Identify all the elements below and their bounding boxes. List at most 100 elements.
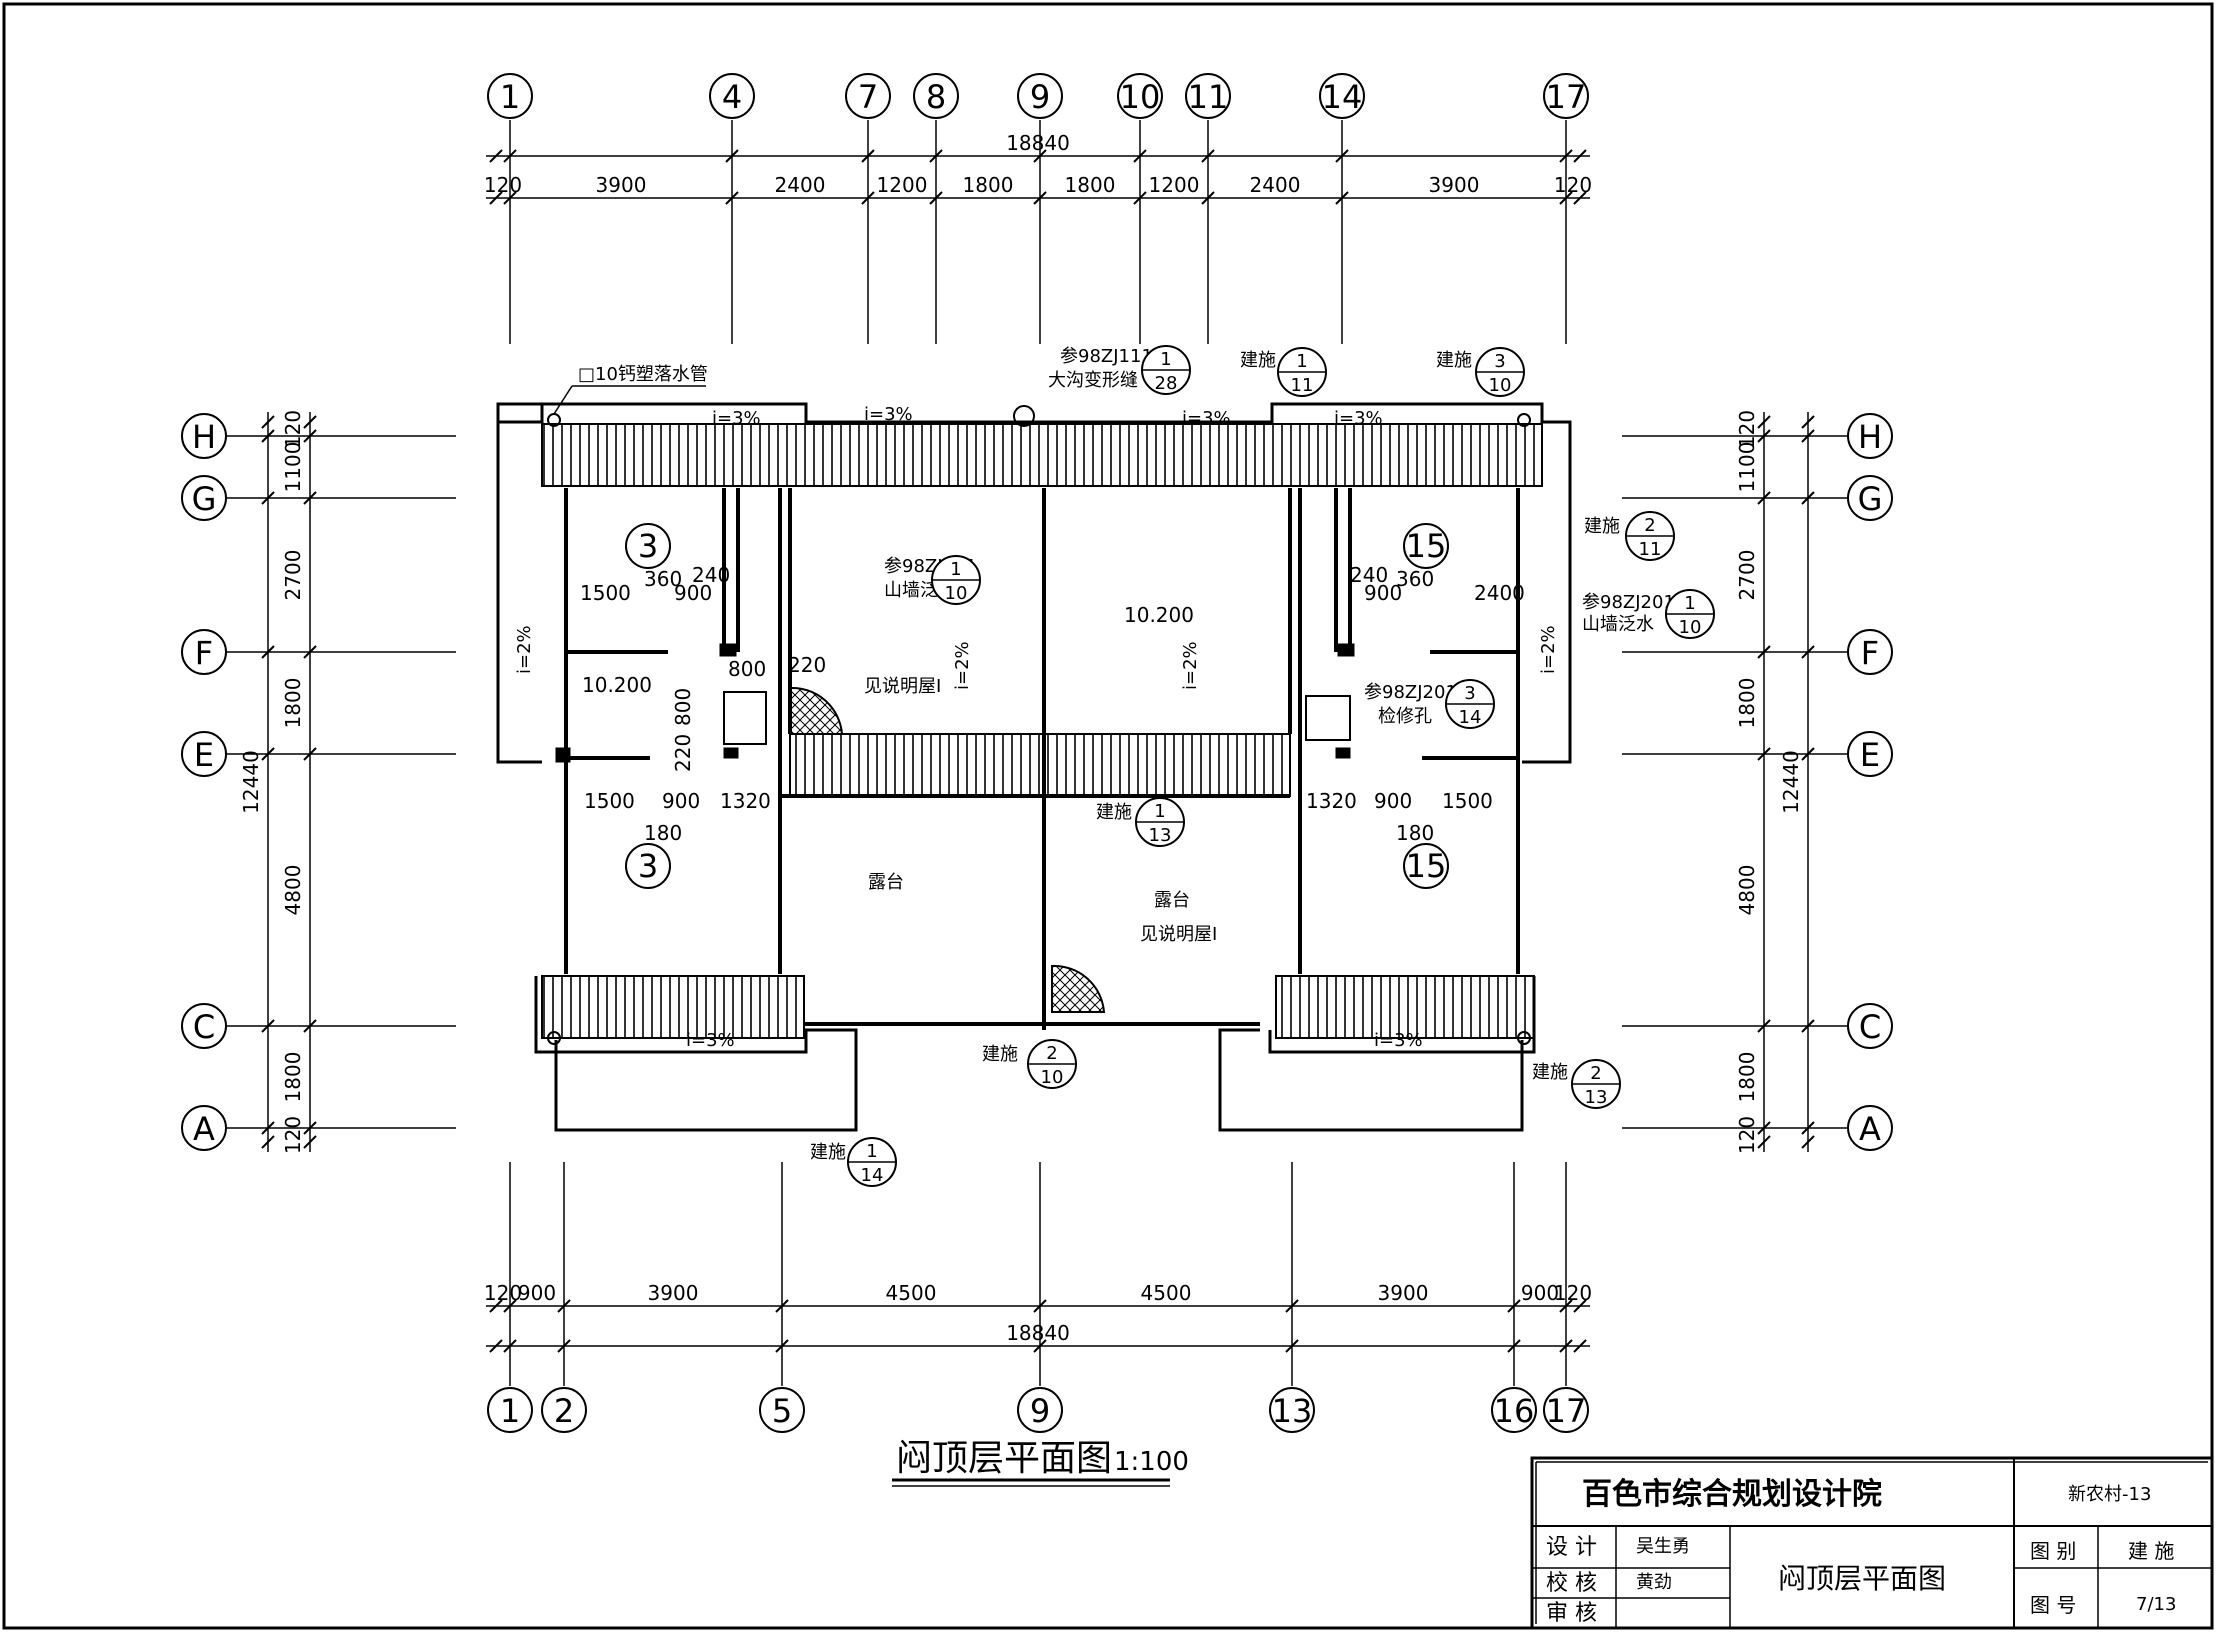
- svg-text:见说明屋Ⅰ: 见说明屋Ⅰ: [1140, 924, 1217, 945]
- axis-top-9-circle: [1017, 73, 1063, 119]
- dim-bottom-seg: 3900: [648, 1281, 699, 1305]
- dim-tick: [1757, 415, 1771, 429]
- dim-top-seg: 1200: [1149, 173, 1200, 197]
- svg-text:i=2%: i=2%: [514, 625, 535, 674]
- dim-tick: [1033, 191, 1047, 205]
- dim-bottom-seg: 3900: [1378, 1281, 1429, 1305]
- axis-bottom-1-circle: [487, 1387, 533, 1433]
- svg-text:i=3%: i=3%: [1334, 408, 1383, 429]
- axis-right-A-circle: [1847, 1105, 1893, 1151]
- dim-tick: [503, 1339, 517, 1353]
- dim-tick: [303, 415, 317, 429]
- dim-tick: [1559, 149, 1573, 163]
- dim-right-seg: 2700: [1735, 550, 1759, 601]
- axis-right-C-label: C: [1859, 1008, 1881, 1046]
- dim-tick: [1757, 1019, 1771, 1033]
- dim-tick: [557, 1299, 571, 1313]
- svg-text:240: 240: [692, 563, 730, 587]
- dim-tick: [1335, 191, 1349, 205]
- dim-right-seg: 4800: [1735, 865, 1759, 916]
- dim-tick: [1201, 191, 1215, 205]
- dim-tick: [1801, 645, 1815, 659]
- axis-bottom-17-circle: [1543, 1387, 1589, 1433]
- terrace-right: [1218, 1028, 1524, 1132]
- axis-right-G-label: G: [1858, 480, 1883, 518]
- svg-text:1500: 1500: [584, 789, 635, 813]
- opening-left: [723, 691, 767, 745]
- svg-text:露台: 露台: [1154, 890, 1190, 911]
- svg-text:建施: 建施: [1584, 516, 1620, 537]
- hatched-corner-2: [1051, 964, 1106, 1013]
- axis-right-A-label: A: [1859, 1110, 1881, 1148]
- axis-bottom-16-label: 16: [1494, 1392, 1535, 1430]
- dim-tick: [1335, 149, 1349, 163]
- dim-tick: [489, 1339, 503, 1353]
- svg-text:180: 180: [644, 821, 682, 845]
- detail-ref-top: 1: [1154, 801, 1165, 822]
- detail-ref-bottom: 11: [1291, 375, 1314, 396]
- dim-tick: [303, 429, 317, 443]
- axis-top-7-label: 7: [858, 78, 878, 116]
- section-mark-circle: [1403, 523, 1449, 569]
- svg-text:建施: 建施: [1096, 802, 1132, 823]
- svg-text:800: 800: [728, 657, 766, 681]
- dim-tick: [1801, 1135, 1815, 1149]
- axis-right-F-label: F: [1861, 634, 1879, 672]
- dim-tick: [489, 1299, 503, 1313]
- section-mark-label: 3: [638, 847, 658, 885]
- detail-ref-bottom: 10: [1041, 1067, 1064, 1088]
- svg-text:360: 360: [644, 567, 682, 591]
- svg-text:i=3%: i=3%: [864, 404, 913, 425]
- dim-top-seg: 1800: [1065, 173, 1116, 197]
- svg-text:1320: 1320: [1306, 789, 1357, 813]
- dim-tick: [1133, 191, 1147, 205]
- dim-tick: [1285, 1339, 1299, 1353]
- detail-ref-bottom: 13: [1149, 825, 1172, 846]
- dim-left-seg: 120: [281, 410, 305, 448]
- gutter-band-bottom-right: [1275, 975, 1535, 1039]
- dim-tick: [303, 747, 317, 761]
- svg-text:900: 900: [674, 581, 712, 605]
- svg-text:见说明屋Ⅰ: 见说明屋Ⅰ: [864, 676, 941, 697]
- dim-tick: [1757, 747, 1771, 761]
- axis-left-H-circle: [181, 413, 227, 459]
- drawing-scale: 1:100: [1114, 1447, 1189, 1477]
- detail-ref-bottom: 10: [1679, 617, 1702, 638]
- detail-ref-top: 1: [1160, 349, 1171, 370]
- axis-bottom-1-label: 1: [500, 1392, 520, 1430]
- svg-text:220: 220: [671, 734, 695, 772]
- axis-bottom-17-label: 17: [1546, 1392, 1587, 1430]
- dim-tick: [1801, 491, 1815, 505]
- section-mark-circle: [1403, 843, 1449, 889]
- svg-text:1320: 1320: [720, 789, 771, 813]
- dim-tick: [303, 645, 317, 659]
- axis-right-H-label: H: [1858, 418, 1882, 456]
- downpipe-label: □10钙塑落水管: [578, 364, 708, 385]
- dim-top-total: 18840: [1006, 131, 1070, 155]
- dim-tick: [503, 149, 517, 163]
- axis-left-F-circle: [181, 629, 227, 675]
- detail-ref-top: 1: [1684, 593, 1695, 614]
- detail-ref-bottom: 14: [861, 1165, 884, 1186]
- dim-bottom-total: 18840: [1006, 1321, 1070, 1345]
- detail-ref-top: 1: [866, 1141, 877, 1162]
- axis-top-7-circle: [845, 73, 891, 119]
- grid-lines: [226, 120, 1848, 1386]
- gutter-band-top: [541, 423, 1543, 487]
- parapet-outline-left: [496, 402, 542, 764]
- dim-tick: [1801, 415, 1815, 429]
- axis-top-17-circle: [1543, 73, 1589, 119]
- detail-ref-bottom: 13: [1585, 1087, 1608, 1108]
- drawing-title: 闷顶层平面图: [896, 1438, 1112, 1479]
- axis-right-H-circle: [1847, 413, 1893, 459]
- dim-top-seg: 2400: [775, 173, 826, 197]
- tb-project: 新农村-13: [2068, 1484, 2151, 1505]
- dim-tick: [503, 1299, 517, 1313]
- axis-top-10-circle: [1117, 73, 1163, 119]
- svg-text:建施: 建施: [1436, 350, 1472, 371]
- detail-ref-top: 1: [950, 559, 961, 580]
